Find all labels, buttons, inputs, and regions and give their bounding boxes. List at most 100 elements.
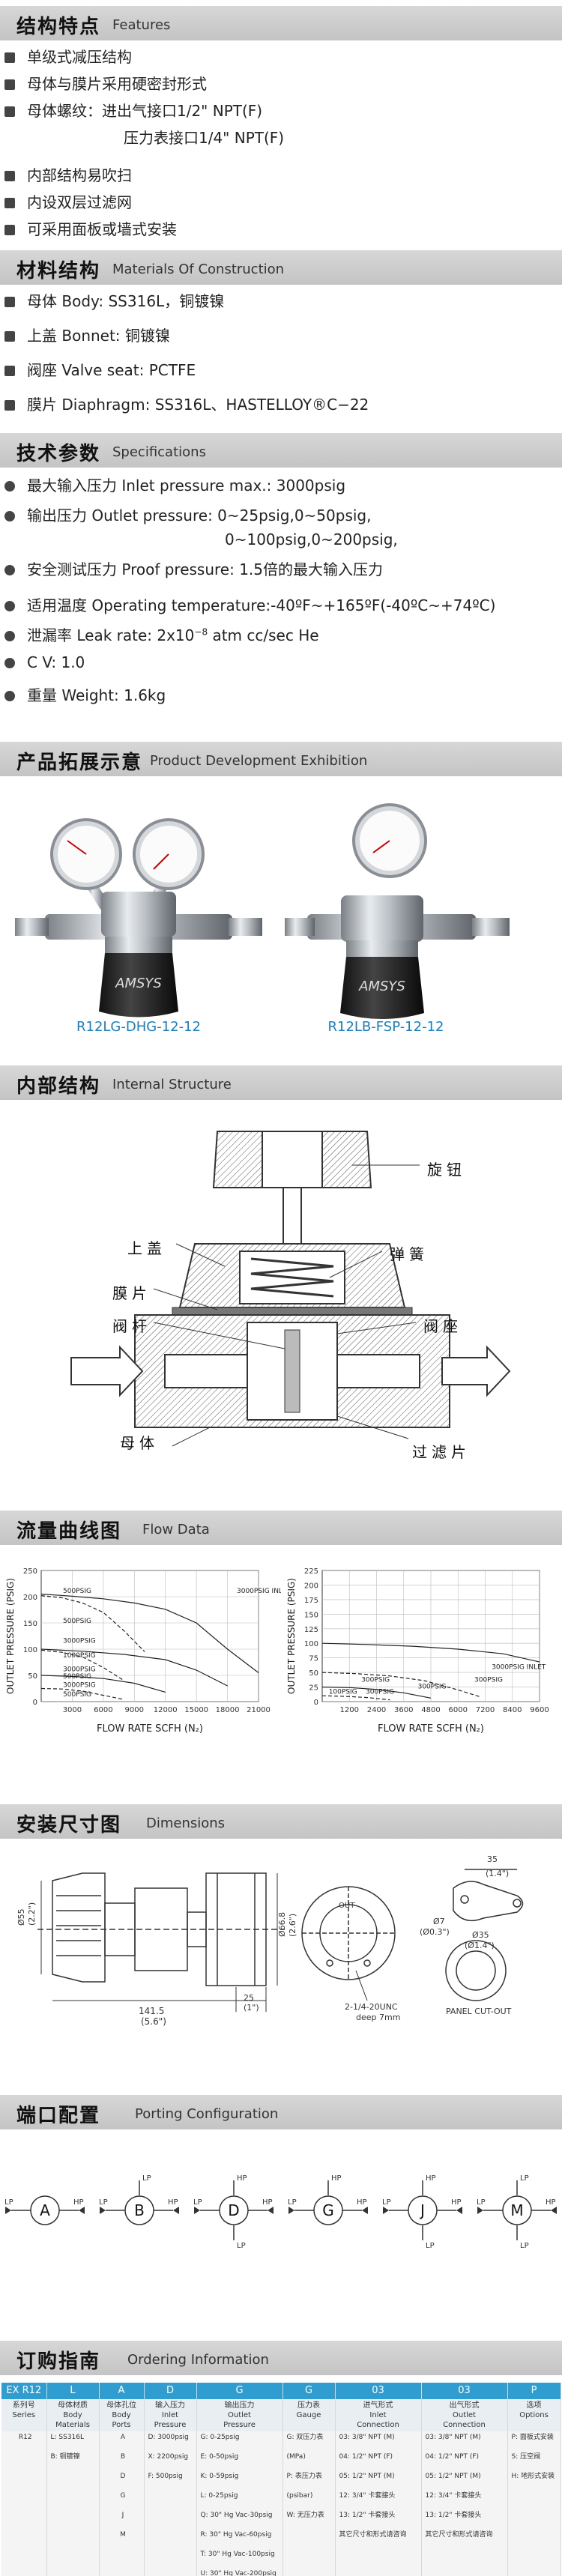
svg-text:AMSYS: AMSYS	[358, 979, 405, 994]
ordering-title: 订购指南	[16, 2350, 101, 2373]
ordering-code-3: A	[99, 2383, 145, 2399]
specs-title: 技术参数	[16, 443, 101, 465]
spec-inlet: 最大输入压力 Inlet pressure max.: 3000psig	[0, 474, 345, 495]
series-line-5	[40, 1675, 166, 1693]
y-tick-label: 75	[309, 1655, 318, 1663]
x-tick-label: 9600	[530, 1706, 549, 1714]
svg-text:deep 7mm: deep 7mm	[356, 2013, 400, 2022]
series-line-1	[321, 1642, 540, 1663]
product-left-image: AMSYS	[15, 818, 262, 1018]
feature-item-3: 母体螺纹：进出气接口1/2" NPT(F)	[0, 99, 262, 121]
port-letter: B	[134, 2201, 145, 2219]
bullet-icon	[4, 297, 15, 307]
svg-text:HP: HP	[73, 2198, 84, 2207]
ordering-code-5: G	[196, 2383, 283, 2399]
x-tick-label: 18000	[216, 1706, 240, 1714]
product-right-image: AMSYS	[285, 803, 510, 1019]
y-axis-label: OUTLET PRESSURE (PSIG)	[286, 1578, 297, 1694]
bullet-icon	[4, 106, 15, 117]
ordering-code-7: 03	[335, 2383, 422, 2399]
label-bonnet: 上盖	[127, 1239, 166, 1257]
spec-outlet: 输出压力 Outlet pressure: 0~25psig,0~50psig,	[0, 504, 371, 525]
svg-text:LP: LP	[99, 2198, 108, 2207]
products-section-header: 产品拓展示意 Product Development Exhibition	[0, 742, 562, 776]
material-item-3: 阀座 Valve seat: PCTFE	[0, 358, 196, 380]
series-label: 300PSIG	[418, 1684, 447, 1691]
bullet-icon	[4, 198, 15, 208]
x-axis-label: FLOW RATE SCFH (N₂)	[97, 1723, 203, 1735]
y-tick-label: 25	[309, 1684, 318, 1693]
port-letter: G	[322, 2201, 334, 2219]
bullet-icon	[4, 658, 15, 668]
ordering-cell-8: 03: 3/8" NPT (M)04: 1/2" NPT (F)05: 1/2"…	[421, 2431, 508, 2576]
products-title: 产品拓展示意	[16, 752, 143, 774]
series-line-4	[321, 1695, 390, 1701]
y-tick-label: 200	[304, 1582, 318, 1590]
features-title-en: Features	[112, 17, 171, 33]
series-label: 3000PSIG INLET	[237, 1588, 281, 1595]
x-tick-label: 9000	[125, 1706, 144, 1714]
svg-text:LP: LP	[288, 2198, 297, 2207]
series-line-2	[321, 1672, 481, 1698]
svg-text:OUT: OUT	[339, 1902, 355, 1910]
port-letter: D	[228, 2201, 239, 2219]
bullet-icon	[4, 171, 15, 181]
bullet-icon	[4, 225, 15, 235]
svg-text:LP: LP	[520, 2242, 529, 2250]
outlet-arrow-icon	[441, 1345, 511, 1397]
y-tick-label: 100	[304, 1640, 318, 1648]
bullet-icon	[4, 481, 15, 492]
port-letter: J	[419, 2201, 425, 2219]
x-tick-label: 3600	[394, 1706, 413, 1714]
svg-text:35: 35	[487, 1854, 498, 1864]
feature-item-5: 内设双层过滤网	[0, 190, 132, 212]
svg-text:HP: HP	[168, 2198, 178, 2207]
y-tick-label: 100	[23, 1646, 37, 1654]
label-diaphragm: 膜片	[112, 1284, 151, 1302]
bullet-icon	[4, 400, 15, 411]
x-axis-label: FLOW RATE SCFH (N₂)	[378, 1723, 484, 1735]
feature-item-1: 单级式减压结构	[0, 45, 132, 67]
svg-text:2-1/4-20UNC: 2-1/4-20UNC	[345, 2002, 398, 2012]
x-tick-label: 21000	[247, 1706, 271, 1714]
y-tick-label: 200	[23, 1594, 37, 1602]
x-tick-label: 7200	[476, 1706, 495, 1714]
svg-text:25: 25	[244, 1993, 254, 2003]
y-tick-label: 50	[309, 1669, 318, 1678]
ports-title-en: Porting Configuration	[135, 2106, 279, 2122]
svg-text:(2.2"): (2.2")	[27, 1902, 37, 1926]
products-title-en: Product Development Exhibition	[150, 753, 368, 769]
svg-text:Ø35: Ø35	[472, 1930, 489, 1940]
svg-text:HP: HP	[262, 2198, 273, 2207]
x-tick-label: 6000	[94, 1706, 112, 1714]
series-label: 3000PSIG	[63, 1638, 96, 1645]
y-tick-label: 225	[304, 1567, 318, 1576]
series-label: 300PSIG	[361, 1676, 390, 1684]
feature-item-3b: 压力表接口1/4" NPT(F)	[124, 129, 285, 147]
svg-text:HP: HP	[331, 2174, 342, 2183]
svg-text:HP: HP	[426, 2174, 436, 2183]
spec-weight: 重量 Weight: 1.6kg	[0, 683, 166, 705]
bullet-icon	[4, 691, 15, 701]
features-title: 结构特点	[16, 16, 101, 38]
bullet-icon	[4, 631, 15, 641]
materials-title: 材料结构	[16, 260, 101, 282]
series-label: 500PSIG	[63, 1691, 91, 1699]
svg-text:HP: HP	[451, 2198, 462, 2207]
series-label: 500PSIG	[63, 1588, 91, 1595]
x-tick-label: 12000	[154, 1706, 178, 1714]
ordering-section-header: 订购指南 Ordering Information	[0, 2341, 562, 2375]
product-left-caption: R12LG-DHG-12-12	[76, 1019, 201, 1034]
y-tick-label: 150	[304, 1611, 318, 1619]
port-letter: A	[40, 2201, 50, 2219]
